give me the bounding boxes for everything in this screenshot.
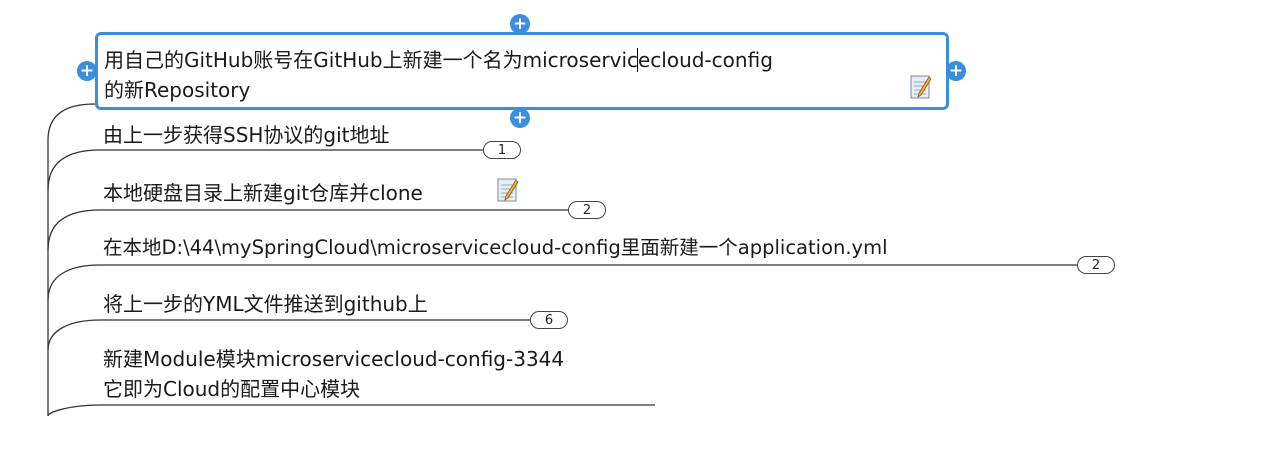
note-icon[interactable] [910,74,932,100]
topic-5-line1[interactable]: 新建Module模块microservicecloud-config-3344 [103,347,565,371]
text-cursor [637,48,638,72]
branch-line-4 [47,319,530,351]
selected-topic-line2[interactable]: 的新Repository [104,78,251,102]
expand-bottom-handle[interactable]: + [510,108,530,128]
topic-5-line2[interactable]: 它即为Cloud的配置中心模块 [103,377,361,401]
branch-line-selected [47,103,96,141]
topic-2-badge: 2 [568,201,606,219]
topic-1-label[interactable]: 由上一步获得SSH协议的git地址 [103,123,390,147]
branch-line-5 [47,404,655,417]
selected-topic-line1[interactable]: 用自己的GitHub账号在GitHub上新建一个名为microservicecl… [104,48,773,72]
topic-4-badge: 6 [530,311,568,329]
branch-line-2 [47,209,570,251]
topic-3-badge: 2 [1077,256,1115,274]
topic-4-label[interactable]: 将上一步的YML文件推送到github上 [103,292,428,316]
branch-line-1 [47,149,485,191]
topic-2-label[interactable]: 本地硬盘目录上新建git仓库并clone [103,181,423,205]
expand-left-handle[interactable]: + [77,61,97,81]
note-icon[interactable] [497,177,519,203]
topic-3-label[interactable]: 在本地D:\44\mySpringCloud\microservicecloud… [103,236,888,259]
expand-top-handle[interactable]: + [510,14,530,34]
branch-line-3 [47,264,1078,301]
expand-right-handle[interactable]: + [946,61,966,81]
topic-1-badge: 1 [483,141,521,159]
